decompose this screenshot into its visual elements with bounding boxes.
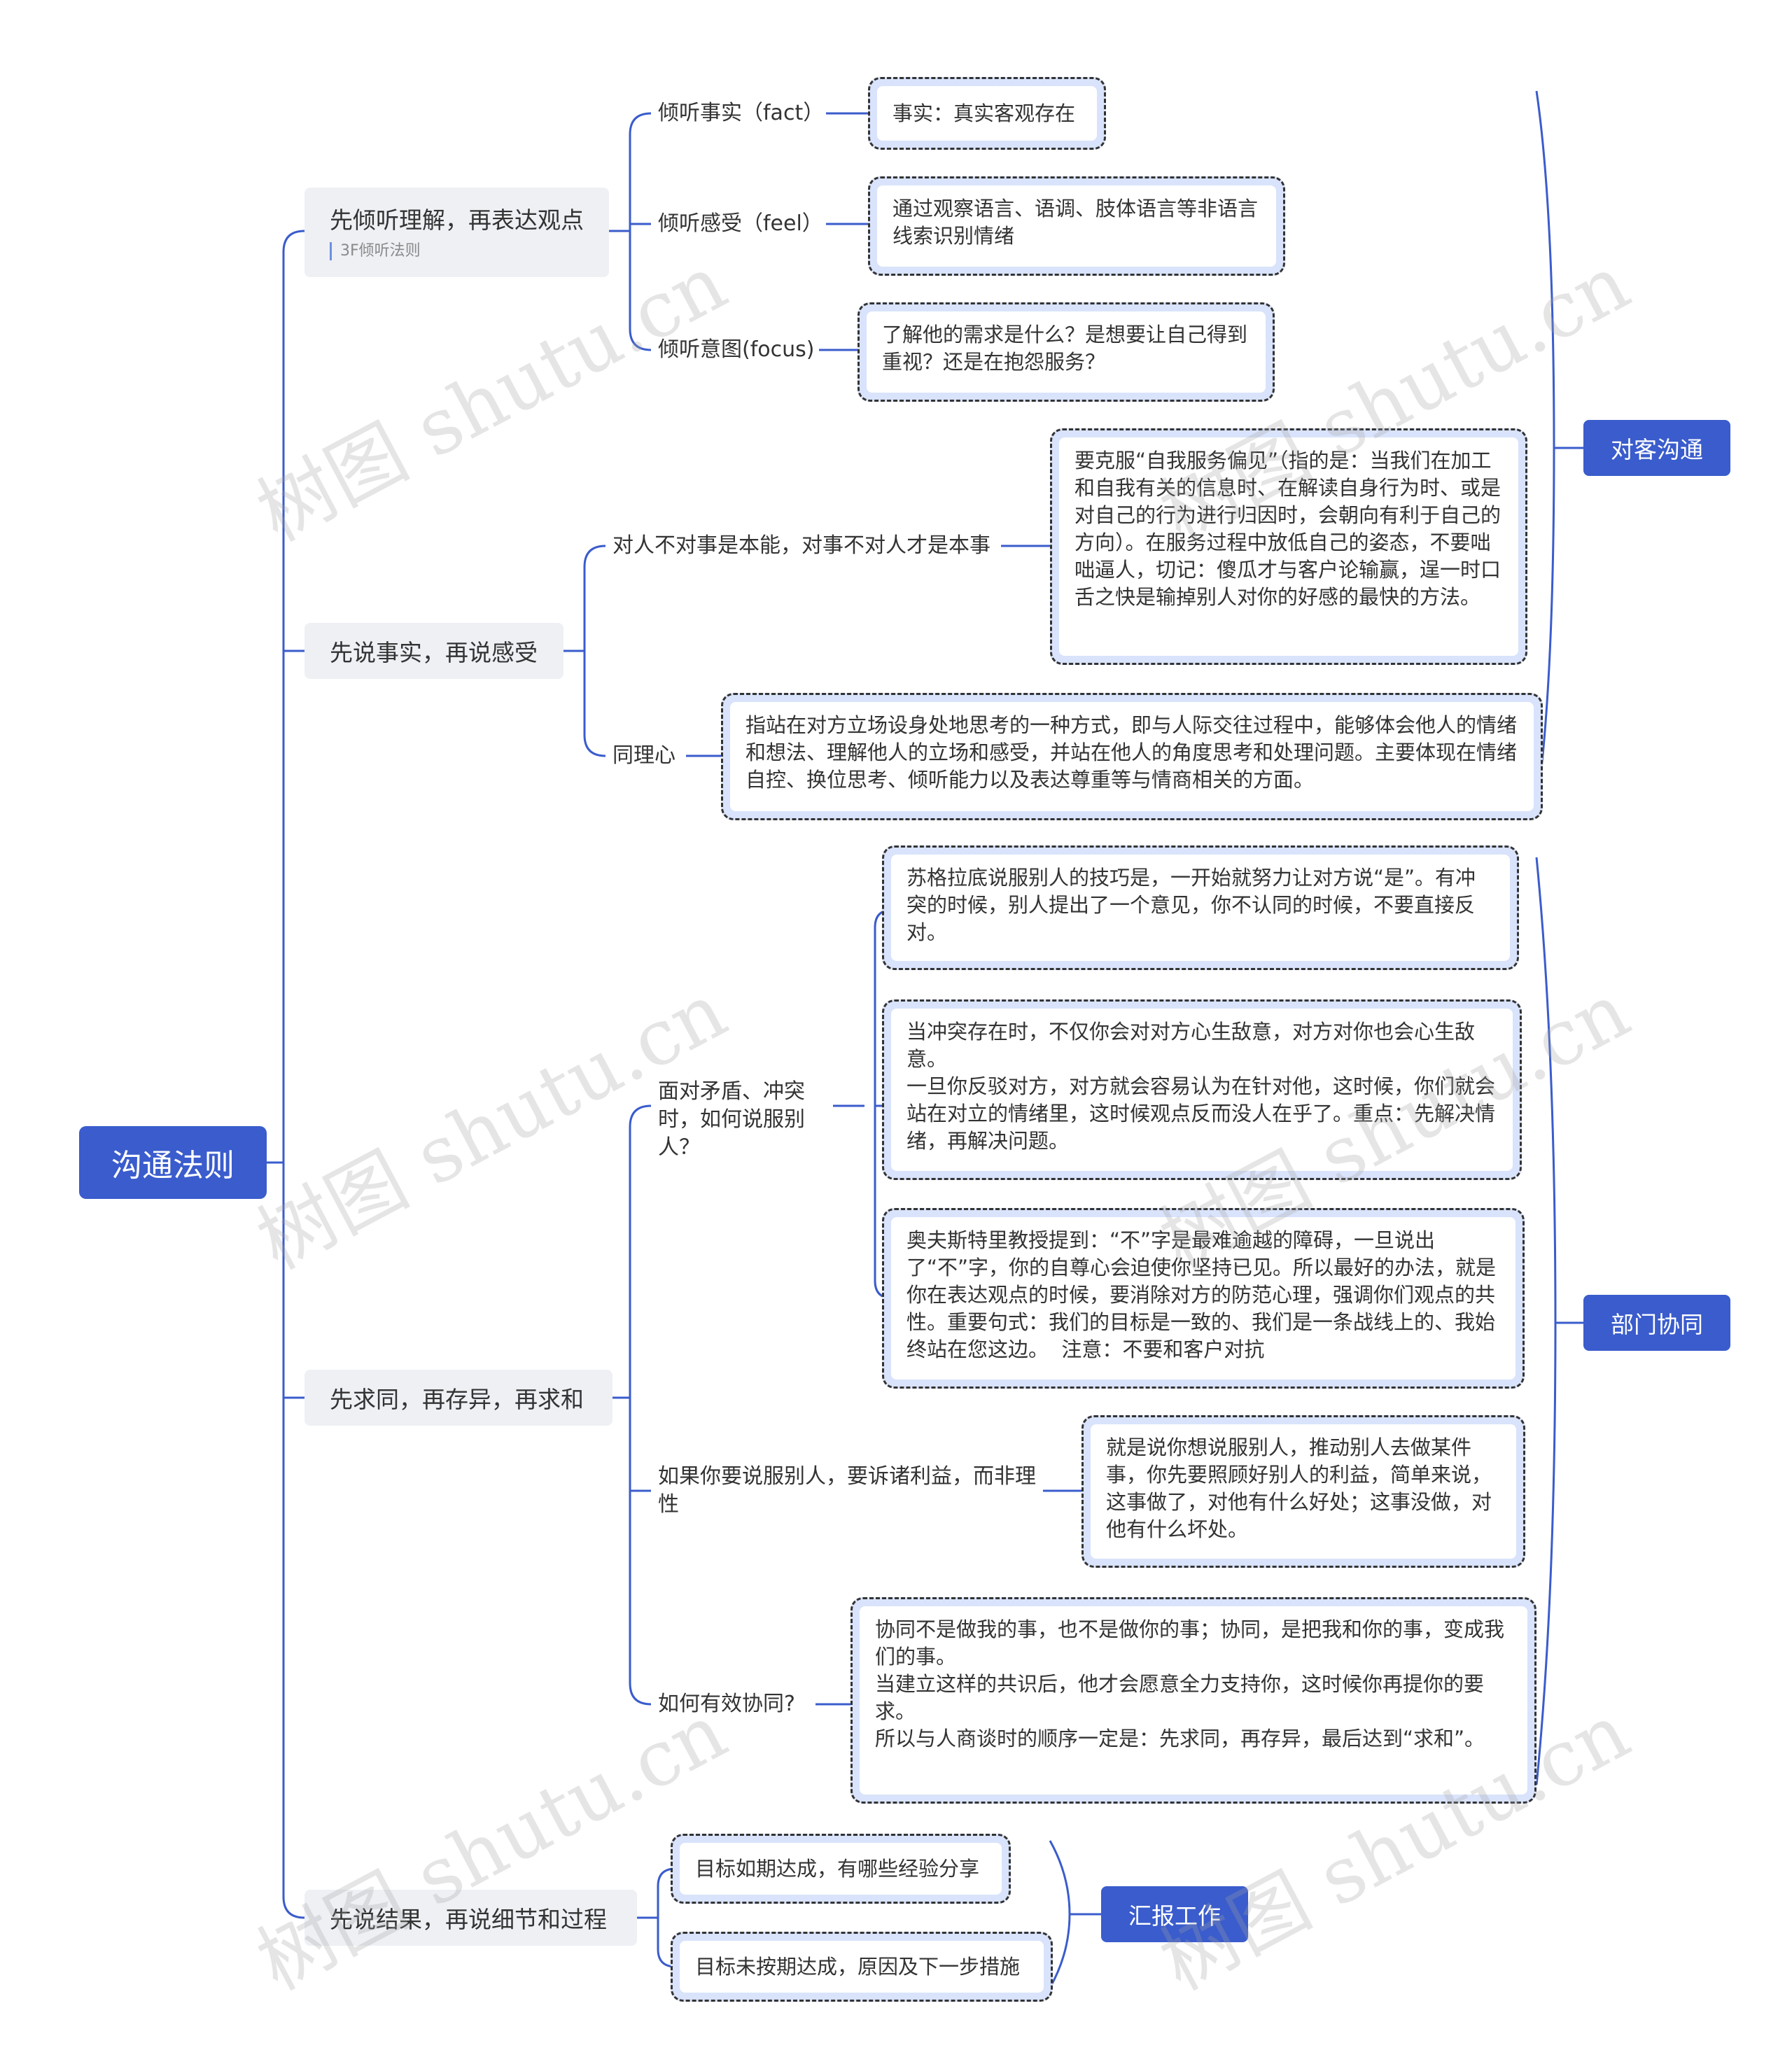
summary-department-collab[interactable]: 部门协同 <box>1583 1295 1730 1351</box>
branch-note: 3F倾听法则 <box>330 242 421 260</box>
branch-label: 先倾听理解，再表达观点 <box>330 206 584 234</box>
detail-card-self-serving-bias: 要克服“自我服务偏见”（指的是：当我们在加工和自我有关的信息时、在解读自身行为时… <box>1050 428 1527 665</box>
branch-label: 先说事实，再说感受 <box>330 639 538 666</box>
detail-text: 当冲突存在时，不仅你会对对方心生敌意，对方对你也会心生敌意。 一旦你反驳对方，对… <box>891 1009 1513 1171</box>
topic-focus[interactable]: 倾听意图(focus) <box>658 337 815 362</box>
topic-empathy[interactable]: 同理心 <box>612 743 676 768</box>
detail-card-collaboration: 协同不是做我的事，也不是做你的事；协同，是把我和你的事，变成我们的事。 当建立这… <box>850 1597 1536 1804</box>
detail-text: 要克服“自我服务偏见”（指的是：当我们在加工和自我有关的信息时、在解读自身行为时… <box>1059 437 1518 656</box>
branch-seek-common[interactable]: 先求同，再存异，再求和 <box>304 1370 612 1426</box>
detail-text: 了解他的需求是什么？是想要让自己得到重视？还是在抱怨服务？ <box>867 311 1266 393</box>
detail-card-fact: 事实：真实客观存在 <box>868 77 1106 150</box>
topic-effective-collab[interactable]: 如何有效协同? <box>658 1692 795 1716</box>
root-node[interactable]: 沟通法则 <box>79 1126 267 1199</box>
detail-card-focus: 了解他的需求是什么？是想要让自己得到重视？还是在抱怨服务？ <box>858 302 1275 402</box>
summary-work-report[interactable]: 汇报工作 <box>1101 1886 1248 1942</box>
detail-card-goal-missed: 目标未按期达成，原因及下一步措施 <box>671 1932 1053 2002</box>
detail-text: 目标如期达成，有哪些经验分享 <box>680 1843 1002 1895</box>
topic-person-vs-matter[interactable]: 对人不对事是本能，对事不对人才是本事 <box>612 533 990 558</box>
branch-facts-first[interactable]: 先说事实，再说感受 <box>304 623 564 679</box>
detail-text: 通过观察语言、语调、肢体语言等非语言线索识别情绪 <box>877 185 1276 267</box>
detail-text: 就是说你想说服别人，推动别人去做某件事，你先要照顾好别人的利益，简单来说，这事做… <box>1091 1424 1516 1559</box>
topic-feel[interactable]: 倾听感受（feel） <box>658 211 823 236</box>
detail-text: 协同不是做我的事，也不是做你的事；协同，是把我和你的事，变成我们的事。 当建立这… <box>860 1606 1527 1795</box>
branch-label: 先求同，再存异，再求和 <box>330 1386 584 1413</box>
topic-fact[interactable]: 倾听事实（fact） <box>658 101 825 125</box>
branch-label: 先说结果，再说细节和过程 <box>330 1906 607 1933</box>
detail-text: 事实：真实客观存在 <box>877 86 1097 141</box>
detail-card-feel: 通过观察语言、语调、肢体语言等非语言线索识别情绪 <box>868 176 1285 276</box>
summary-customer-communication[interactable]: 对客沟通 <box>1583 420 1730 476</box>
detail-text: 苏格拉底说服别人的技巧是，一开始就努力让对方说“是”。有冲突的时候，别人提出了一… <box>891 855 1510 961</box>
detail-card-goal-achieved: 目标如期达成，有哪些经验分享 <box>671 1834 1011 1904</box>
topic-appeal-interest[interactable]: 如果你要说服别人，要诉诸利益，而非理性 <box>658 1464 1036 1517</box>
detail-card-socrates: 苏格拉底说服别人的技巧是，一开始就努力让对方说“是”。有冲突的时候，别人提出了一… <box>882 845 1519 970</box>
detail-text: 奥夫斯特里教授提到：“不”字是最难逾越的障碍，一旦说出了“不”字，你的自尊心会迫… <box>891 1217 1516 1379</box>
branch-listen-first[interactable]: 先倾听理解，再表达观点 3F倾听法则 <box>304 188 609 277</box>
topic-conflict-persuade[interactable]: 面对矛盾、冲突时，如何说服别人？ <box>658 1079 805 1160</box>
detail-card-empathy: 指站在对方立场设身处地思考的一种方式，即与人际交往过程中，能够体会他人的情绪和想… <box>721 693 1543 820</box>
detail-text: 指站在对方立场设身处地思考的一种方式，即与人际交往过程中，能够体会他人的情绪和想… <box>730 702 1534 811</box>
detail-card-interest: 就是说你想说服别人，推动别人去做某件事，你先要照顾好别人的利益，简单来说，这事做… <box>1082 1415 1525 1568</box>
detail-card-conflict-emotion: 当冲突存在时，不仅你会对对方心生敌意，对方对你也会心生敌意。 一旦你反驳对方，对… <box>882 999 1522 1180</box>
branch-results-first[interactable]: 先说结果，再说细节和过程 <box>304 1890 637 1946</box>
detail-card-overstreet: 奥夫斯特里教授提到：“不”字是最难逾越的障碍，一旦说出了“不”字，你的自尊心会迫… <box>882 1208 1525 1389</box>
detail-text: 目标未按期达成，原因及下一步措施 <box>680 1941 1044 1993</box>
